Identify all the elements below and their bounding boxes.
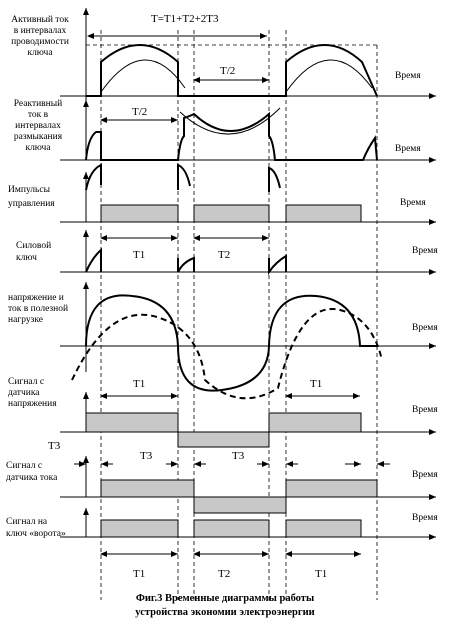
row-label-line: размыкания [14,132,63,142]
interval-label: T1 [133,568,145,580]
row-label-line: датчика тока [6,473,58,483]
row-label-line: ток в полезной [8,303,68,314]
row-load-voltage-current [60,282,436,400]
row-reactive-current: T/2 [60,100,436,163]
interval-label: T3 [232,450,245,462]
guide-lines [86,30,378,600]
period-formula: T=T1+T2+2T3 [151,13,219,25]
time-axis-label: Время [412,470,438,480]
row-active-current: T/2 [60,8,436,100]
interval-label: T1 [310,378,322,390]
period-arrow: T=T1+T2+2T3 [87,13,267,39]
caption-line: Фиг.3 Временные диаграммы работы [136,593,314,604]
interval-label: T3 [48,440,61,452]
time-axis-label: Время [395,144,421,154]
row-label-line: напряжение и [8,293,64,303]
interval-label: T1 [133,249,145,261]
row-voltage-sensor: T1 T1 [60,378,436,448]
row-current-sensor: T3 T3 T3 [48,440,436,514]
row-label-line: интервалах [15,121,61,131]
row-label-line: проводимости [11,37,69,47]
interval-label: T1 [315,568,327,580]
time-axis-labels: Время Время Время Время Время Время Врем… [395,71,438,523]
row-label-line: Сигнал на [6,517,48,527]
time-axis-label: Время [412,323,438,333]
row-label-line: ключа [27,48,53,58]
interval-label: T/2 [132,106,147,118]
row-label-line: Импульсы [8,185,51,195]
row-label-line: Сигнал с [6,461,42,471]
row-label-line: нагрузке [8,315,43,325]
time-axis-label: Время [412,405,438,415]
row-label-line: датчика [8,388,40,398]
row-label-line: Сигнал с [8,377,44,387]
row-label-line: в интервалах [14,26,67,36]
interval-label: T1 [133,378,145,390]
row-control-pulses [60,163,436,225]
time-axis-label: Время [395,71,421,81]
row-label-line: ключа [25,143,51,153]
time-axis-label: Время [412,246,438,256]
row-label-line: ток в [28,110,49,120]
row-label-line: напряжения [8,399,57,409]
row-label-line: управления [8,199,55,209]
row-label-line: Силовой [16,240,51,251]
row-gate-signal: T1 T2 T1 [60,508,436,580]
interval-label: T/2 [220,65,235,77]
row-labels: Активный ток в интервалах проводимости к… [6,14,69,539]
time-axis-label: Время [400,198,426,208]
time-axis-label: Время [412,513,438,523]
interval-label: T3 [140,450,153,462]
row-label-line: ключ «ворота» [6,529,66,539]
row-label-line: ключ [16,253,37,263]
row-label-line: Активный ток [11,14,69,25]
row-label-line: Реактивный [14,98,62,109]
interval-label: T2 [218,568,230,580]
interval-label: T2 [218,249,230,261]
caption-line: устройства экономии электроэнергии [135,607,314,618]
figure-caption: Фиг.3 Временные диаграммы работы устройс… [135,593,314,618]
row-power-switch: T1 T2 [60,230,436,276]
